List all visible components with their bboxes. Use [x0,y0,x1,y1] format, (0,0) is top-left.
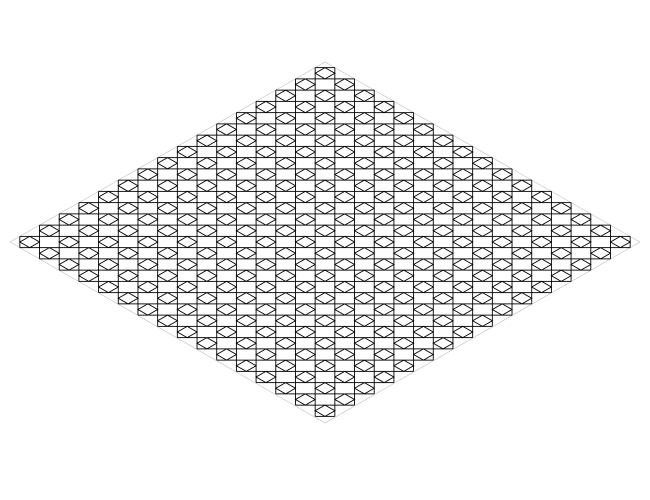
rhombus-tile-group [9,61,641,424]
tiling-boundary [9,61,641,424]
